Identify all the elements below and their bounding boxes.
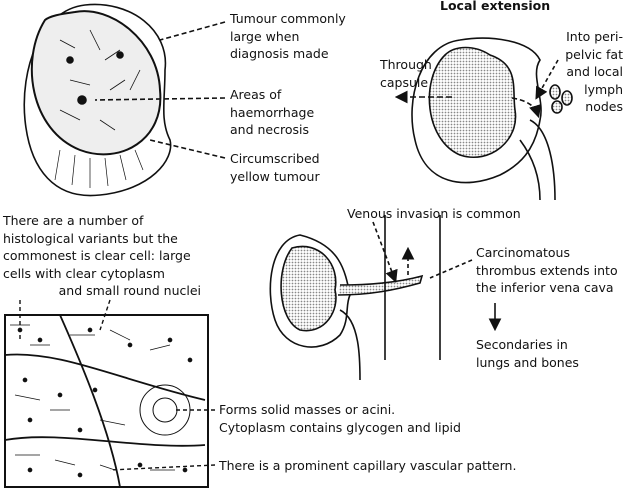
acini-label: Forms solid masses or acini. Cytoplasm c…	[219, 402, 461, 435]
venous-invasion-drawing	[269, 215, 502, 381]
local-extension-drawing	[394, 37, 573, 201]
histology-intro-label: There are a number of histological varia…	[3, 213, 202, 298]
lymph-nodes-label: Into peri- pelvic fat and local lymph no…	[565, 29, 623, 114]
local-extension-title: Local extension	[440, 0, 551, 13]
thrombus-label: Carcinomatous thrombus extends into the …	[476, 245, 618, 295]
secondaries-label: Secondaries in lungs and bones	[476, 337, 579, 370]
through-capsule-label: Through capsule	[380, 57, 432, 90]
tumour-size-label: Tumour commonly large when diagnosis mad…	[230, 11, 346, 61]
haemorrhage-label: Areas of haemorrhage and necrosis	[230, 87, 315, 137]
yellow-tumour-label: Circumscribed yellow tumour	[230, 151, 320, 184]
kidney-tumour-drawing	[23, 3, 226, 197]
histology-drawing	[4, 299, 216, 488]
capillary-label: There is a prominent capillary vascular …	[219, 458, 517, 473]
venous-invasion-label: Venous invasion is common	[347, 206, 521, 221]
